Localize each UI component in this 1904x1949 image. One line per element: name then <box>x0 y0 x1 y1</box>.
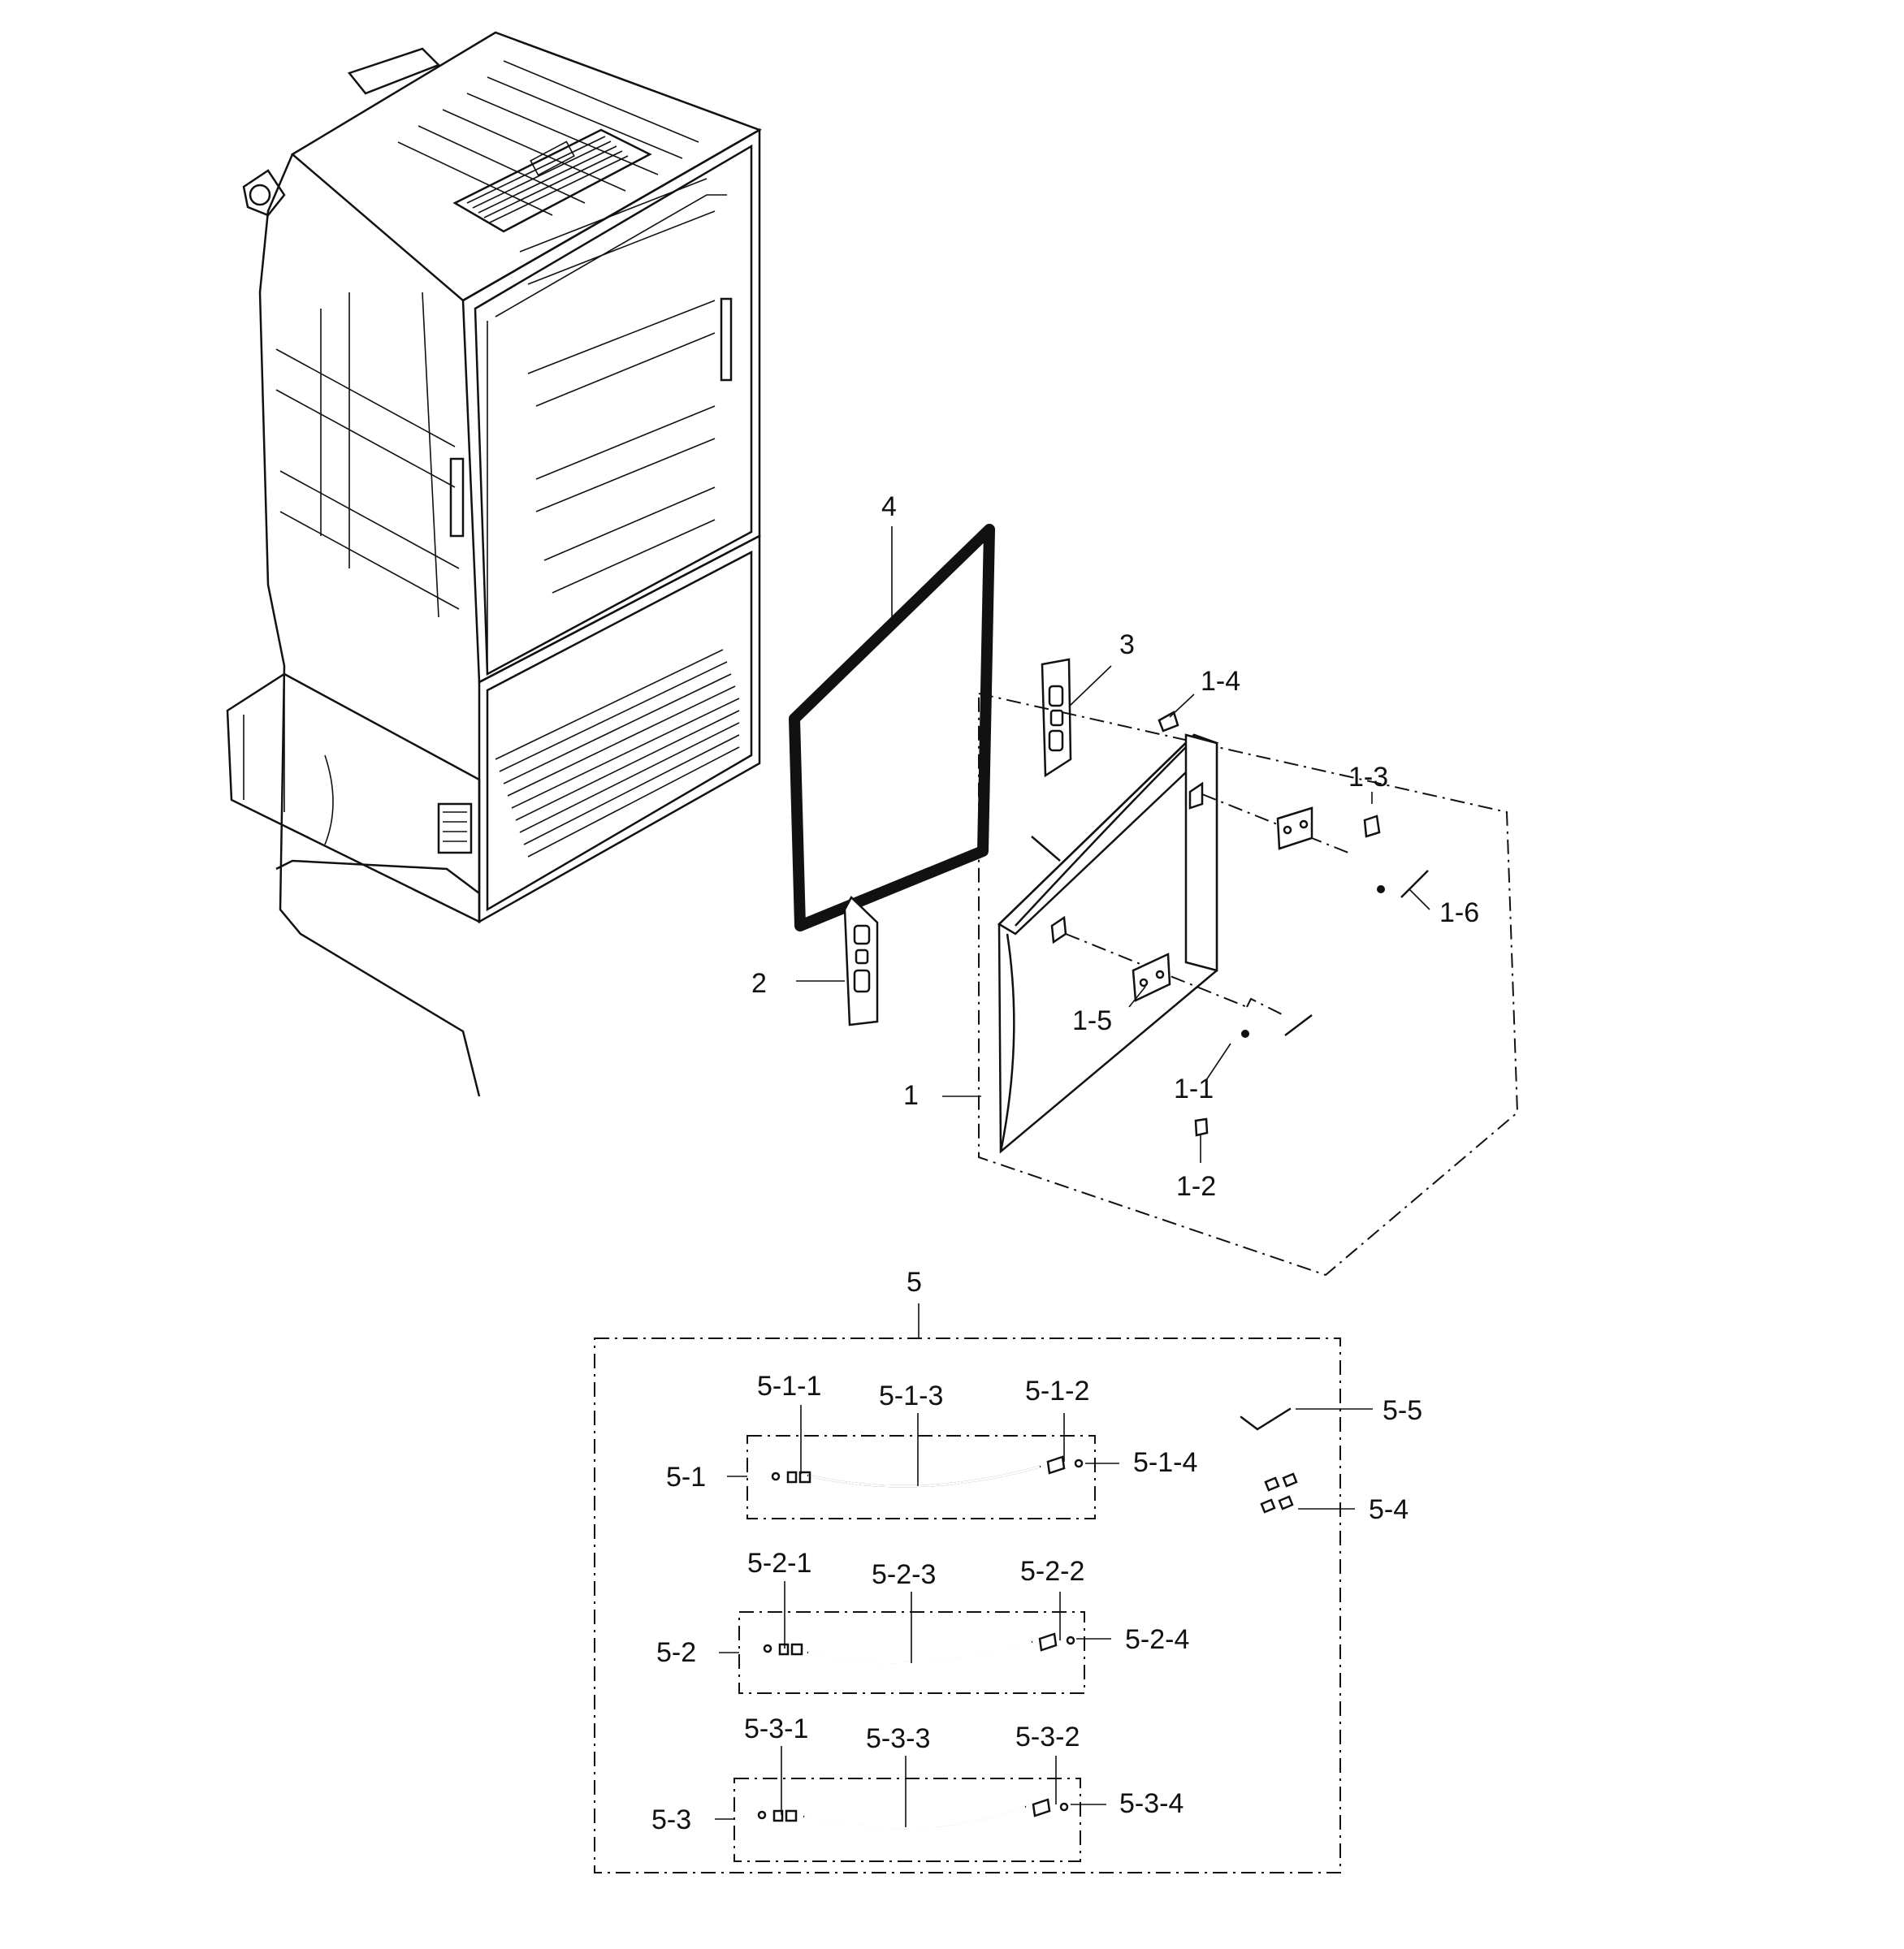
hinge-upper <box>1041 658 1112 778</box>
label-5-2-2: 5-2-2 <box>1020 1556 1084 1587</box>
label-1: 1 <box>903 1080 919 1111</box>
label-5-1-2: 5-1-2 <box>1025 1376 1089 1407</box>
label-5-2-1: 5-2-1 <box>747 1548 811 1579</box>
label-1-4: 1-4 <box>1201 666 1240 697</box>
label-5-1: 5-1 <box>666 1462 706 1493</box>
label-4: 4 <box>881 491 897 522</box>
refrigerator-cabinet <box>226 31 762 1097</box>
label-5-3-4: 5-3-4 <box>1119 1788 1184 1819</box>
label-2: 2 <box>751 968 767 999</box>
label-1-3: 1-3 <box>1348 762 1388 793</box>
label-1-6: 1-6 <box>1439 897 1479 928</box>
door-assembly <box>942 692 1519 1277</box>
label-5-1-4: 5-1-4 <box>1133 1447 1197 1478</box>
handle-kit <box>594 1303 1373 1873</box>
label-5-2: 5-2 <box>656 1637 696 1668</box>
label-5-3-1: 5-3-1 <box>744 1713 808 1744</box>
label-5-1-1: 5-1-1 <box>757 1371 821 1402</box>
label-3: 3 <box>1119 629 1135 660</box>
label-5-3-3: 5-3-3 <box>866 1723 930 1754</box>
label-5-5: 5-5 <box>1383 1395 1422 1426</box>
label-5: 5 <box>907 1267 922 1298</box>
label-5-2-4: 5-2-4 <box>1125 1624 1189 1655</box>
label-5-2-3: 5-2-3 <box>872 1559 936 1590</box>
label-1-2: 1-2 <box>1176 1171 1216 1202</box>
label-1-5: 1-5 <box>1072 1005 1112 1036</box>
hinge-lower <box>796 895 879 1026</box>
label-5-1-3: 5-1-3 <box>879 1381 943 1411</box>
door-gasket <box>789 524 995 931</box>
label-1-1: 1-1 <box>1174 1074 1214 1104</box>
label-5-3-2: 5-3-2 <box>1015 1722 1080 1752</box>
label-5-3: 5-3 <box>651 1804 691 1835</box>
label-5-4: 5-4 <box>1369 1494 1409 1525</box>
